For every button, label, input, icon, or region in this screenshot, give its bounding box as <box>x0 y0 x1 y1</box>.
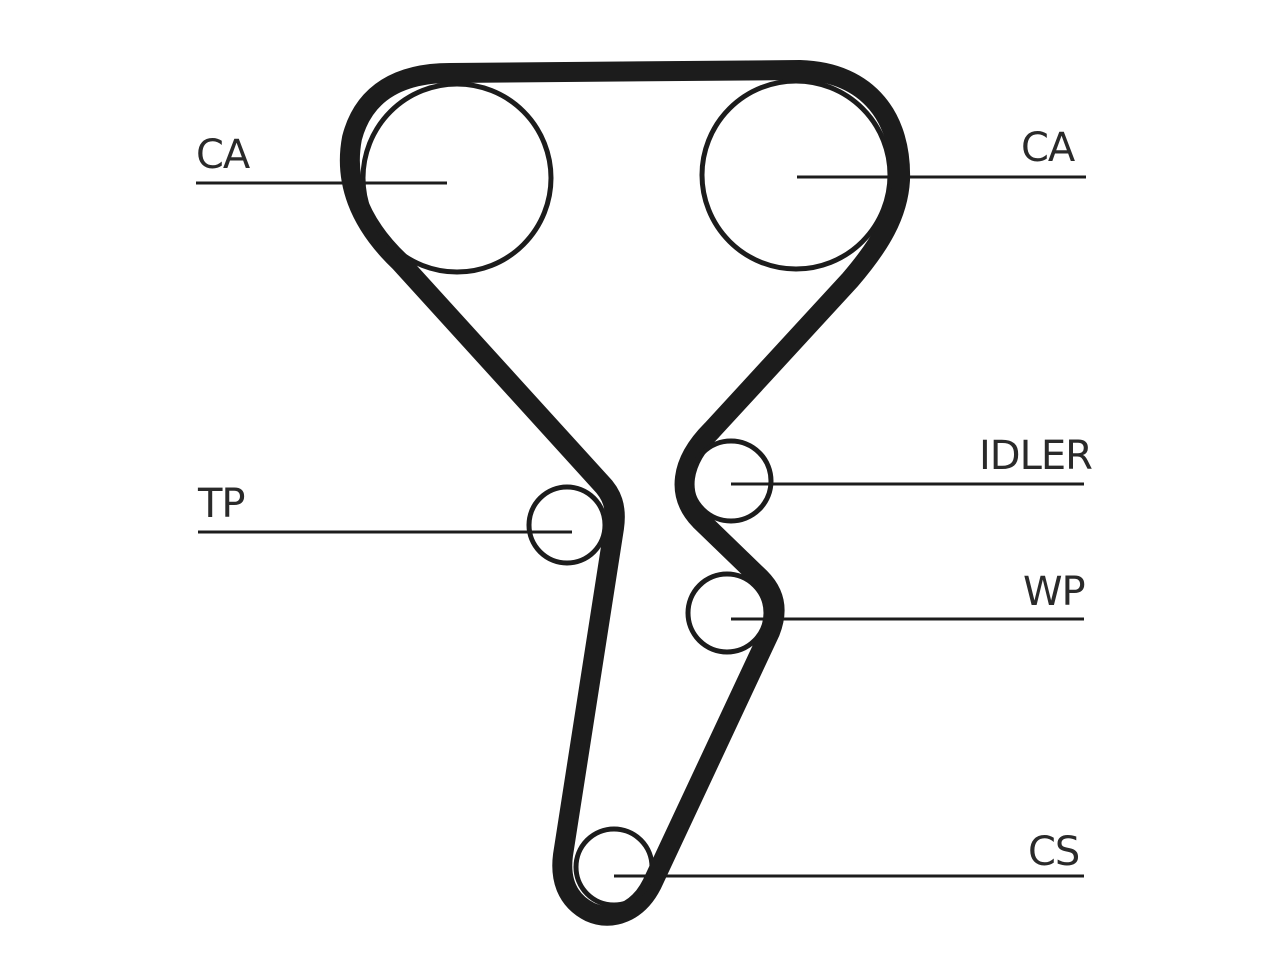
label-tensioner: TP <box>198 481 246 527</box>
crankshaft-pulley <box>573 826 655 908</box>
label-crankshaft: CS <box>1028 829 1080 875</box>
label-camshaft-left: CA <box>196 132 250 178</box>
timing-belt <box>339 60 911 926</box>
label-water-pump: WP <box>1023 569 1086 615</box>
camshaft-right-pulley <box>699 78 893 272</box>
tensioner-pulley <box>526 484 608 566</box>
idler-pulley <box>688 438 774 524</box>
camshaft-left-pulley <box>360 81 554 275</box>
label-idler: IDLER <box>979 433 1093 479</box>
water-pump-pulley <box>685 571 769 655</box>
label-camshaft-right: CA <box>1021 125 1075 171</box>
